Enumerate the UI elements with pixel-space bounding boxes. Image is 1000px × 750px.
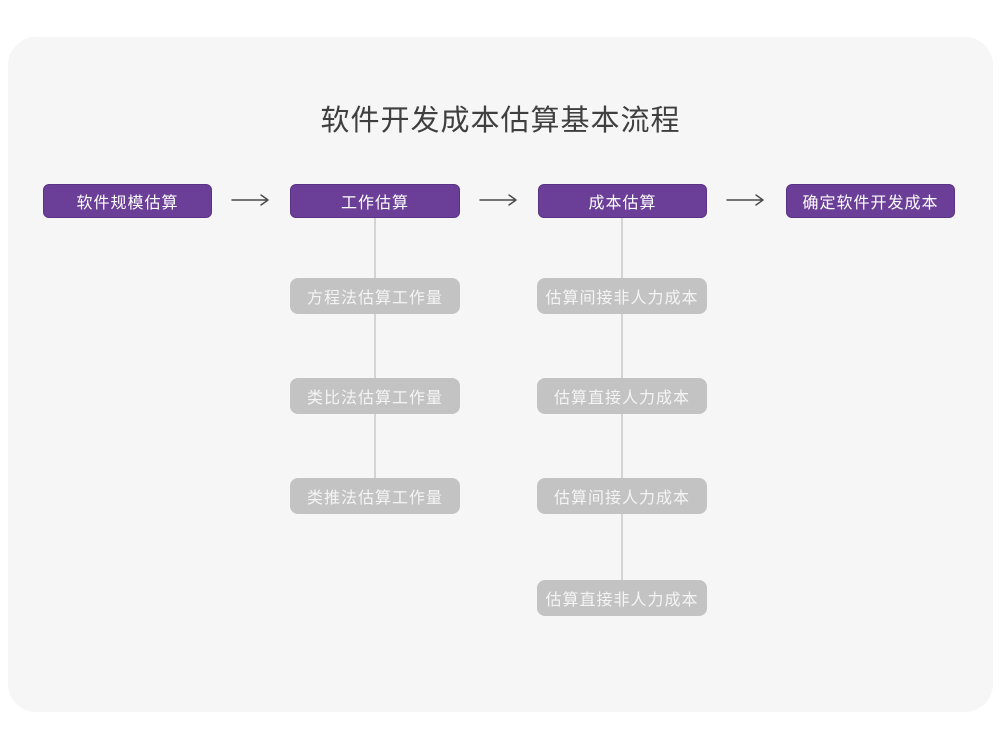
diagram-title: 软件开发成本估算基本流程 bbox=[320, 105, 681, 137]
node-label: 估算直接非人力成本 bbox=[545, 592, 699, 609]
arrow-right-icon bbox=[726, 194, 764, 206]
main-step-determine-development-cost: 确定软件开发成本 bbox=[786, 184, 955, 218]
cost-substep-direct-non-labor: 估算直接非人力成本 bbox=[537, 580, 707, 616]
main-step-software-scale-estimation: 软件规模估算 bbox=[43, 184, 212, 218]
node-label: 估算直接人力成本 bbox=[553, 390, 690, 407]
cost-substep-direct-labor: 估算直接人力成本 bbox=[537, 378, 707, 414]
node-label: 类推法估算工作量 bbox=[306, 490, 443, 507]
work-substep-equation-method: 方程法估算工作量 bbox=[290, 278, 460, 314]
node-label: 估算间接非人力成本 bbox=[545, 290, 699, 307]
main-step-cost-estimation: 成本估算 bbox=[538, 184, 707, 218]
work-substep-extrapolation-method: 类推法估算工作量 bbox=[290, 478, 460, 514]
node-label: 确定软件开发成本 bbox=[802, 195, 939, 212]
node-label: 估算间接人力成本 bbox=[553, 490, 690, 507]
connector-line-work-column bbox=[374, 218, 376, 487]
cost-substep-indirect-labor: 估算间接人力成本 bbox=[537, 478, 707, 514]
flowchart-canvas: 软件开发成本估算基本流程 软件规模估算 工作估算 成本估算 确定软件开发成本 方 bbox=[8, 37, 993, 712]
node-label: 方程法估算工作量 bbox=[306, 290, 443, 307]
node-label: 成本估算 bbox=[588, 195, 657, 212]
node-label: 软件规模估算 bbox=[76, 195, 179, 212]
arrow-right-icon bbox=[231, 194, 269, 206]
node-label: 类比法估算工作量 bbox=[306, 390, 443, 407]
cost-substep-indirect-non-labor: 估算间接非人力成本 bbox=[537, 278, 707, 314]
arrow-right-icon bbox=[479, 194, 517, 206]
node-label: 工作估算 bbox=[340, 195, 409, 212]
work-substep-analogy-method: 类比法估算工作量 bbox=[290, 378, 460, 414]
main-step-work-estimation: 工作估算 bbox=[290, 184, 460, 218]
